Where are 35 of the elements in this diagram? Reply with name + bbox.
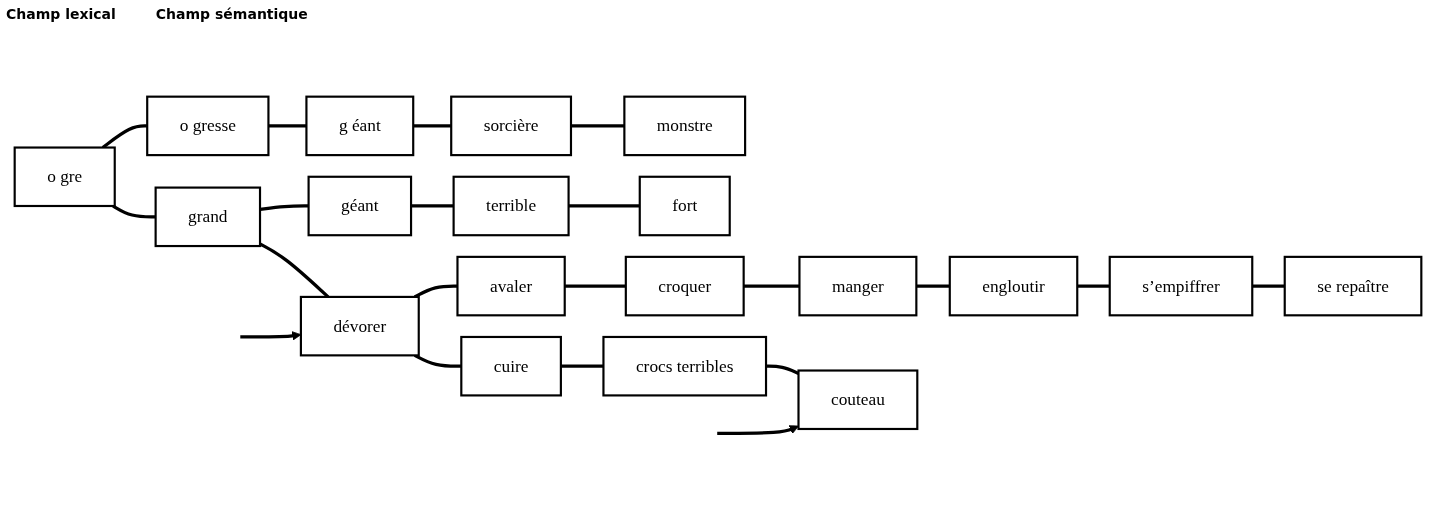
- arrow: [717, 425, 799, 435]
- connector: [743, 284, 800, 288]
- node-box: croquer: [624, 255, 745, 317]
- node-box: fort: [638, 175, 731, 237]
- connector: [112, 204, 156, 219]
- connector: [268, 124, 307, 128]
- connector: [568, 204, 640, 208]
- node-box: géant: [307, 175, 413, 237]
- connector: [564, 284, 626, 288]
- node-box: manger: [798, 255, 918, 317]
- connector: [1252, 284, 1285, 288]
- node-box: s’empiffrer: [1108, 255, 1254, 317]
- connector: [1077, 284, 1110, 288]
- node-box: sorcière: [450, 95, 573, 157]
- connector: [413, 124, 452, 128]
- node-box: monstre: [623, 95, 747, 157]
- connector: [411, 204, 454, 208]
- node-box: o gresse: [146, 95, 270, 157]
- node-box: crocs terribles: [602, 335, 768, 397]
- connector: [916, 284, 950, 288]
- node-box: se repaître: [1283, 255, 1423, 317]
- connector: [571, 124, 625, 128]
- connector: [560, 364, 604, 368]
- node-box: grand: [154, 186, 262, 247]
- node-box: terrible: [452, 175, 570, 237]
- connector: [413, 353, 462, 368]
- node-box: couteau: [797, 369, 919, 430]
- annotation-text: Champ lexical: [6, 6, 116, 24]
- node-box: o gre: [13, 146, 116, 207]
- node-box: dévorer: [299, 295, 420, 357]
- node-box: avaler: [456, 255, 566, 317]
- node-box: engloutir: [948, 255, 1079, 317]
- node-box: cuire: [460, 335, 562, 397]
- node-box: g éant: [305, 95, 415, 157]
- annotation-text: Champ sémantique: [155, 6, 308, 24]
